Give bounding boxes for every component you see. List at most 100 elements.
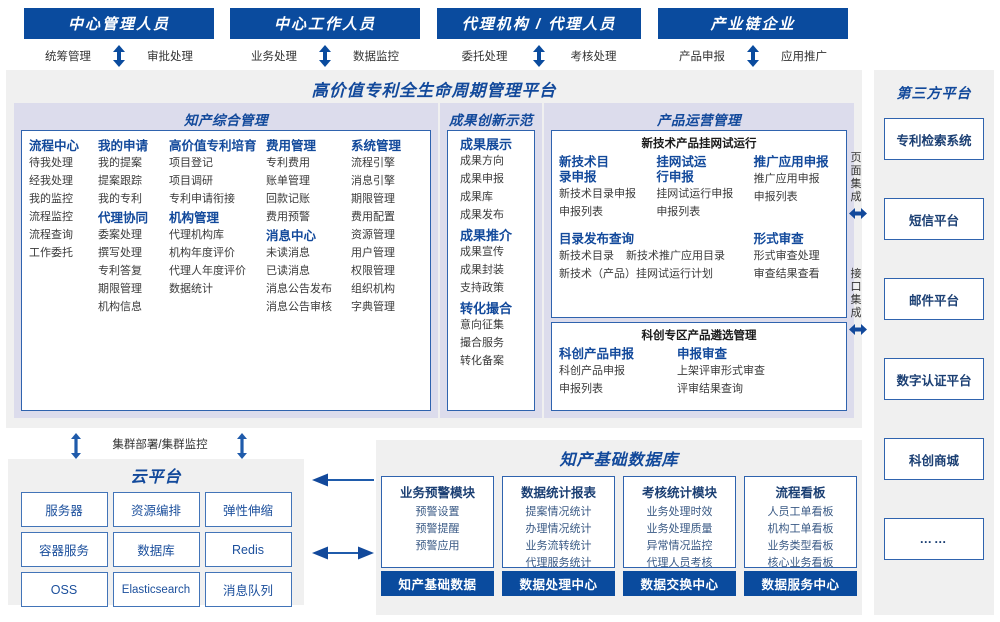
ops-item[interactable]: 新技术目录申报 bbox=[559, 188, 636, 200]
ops-item[interactable]: 形式审查处理 bbox=[753, 250, 820, 262]
db-card-item[interactable]: 机构工单看板 bbox=[767, 523, 834, 535]
menu-item[interactable]: 流程查询 bbox=[29, 229, 73, 241]
db-foot-3[interactable]: 数据服务中心 bbox=[744, 571, 857, 596]
menu-item[interactable]: 费用预警 bbox=[266, 211, 310, 223]
cloud-cell-2[interactable]: 弹性伸缩 bbox=[204, 492, 292, 527]
third-party-item-0[interactable]: 专利检索系统 bbox=[884, 118, 984, 160]
menu-item[interactable]: 账单管理 bbox=[266, 175, 310, 187]
menu-item[interactable]: 费用配置 bbox=[351, 211, 395, 223]
db-foot-1[interactable]: 数据处理中心 bbox=[502, 571, 615, 596]
cloud-cell-3[interactable]: 容器服务 bbox=[20, 532, 108, 567]
menu-item[interactable]: 专利申请衔接 bbox=[169, 193, 235, 205]
menu-item[interactable]: 成果宣传 bbox=[460, 246, 504, 258]
menu-item[interactable]: 项目登记 bbox=[169, 157, 213, 169]
ops-head-形式审查[interactable]: 形式审查 bbox=[753, 232, 804, 246]
db-card-item[interactable]: 代理服务统计 bbox=[525, 557, 592, 569]
menu-item[interactable]: 成果发布 bbox=[460, 209, 504, 221]
db-card-item[interactable]: 异常情况监控 bbox=[646, 540, 713, 552]
menu-item[interactable]: 机构信息 bbox=[98, 301, 142, 313]
menu-item[interactable]: 消息公告发布 bbox=[266, 283, 332, 295]
menu-item[interactable]: 组织机构 bbox=[351, 283, 395, 295]
role-title-0[interactable]: 中心管理人员 bbox=[24, 8, 214, 39]
menu-item[interactable]: 成果方向 bbox=[460, 155, 504, 167]
menu-item[interactable]: 撮合服务 bbox=[460, 337, 504, 349]
menu-item[interactable]: 数据统计 bbox=[169, 283, 213, 295]
sel-item[interactable]: 科创产品申报 bbox=[559, 365, 625, 377]
role-title-2[interactable]: 代理机构 / 代理人员 bbox=[437, 8, 641, 39]
menu-head-成果展示[interactable]: 成果展示 bbox=[460, 137, 513, 152]
menu-item[interactable]: 流程引擎 bbox=[351, 157, 395, 169]
ops-head-目录发布查询[interactable]: 目录发布查询 bbox=[559, 232, 635, 246]
menu-item[interactable]: 项目调研 bbox=[169, 175, 213, 187]
menu-item[interactable]: 代理机构库 bbox=[169, 229, 224, 241]
menu-item[interactable]: 已读消息 bbox=[266, 265, 310, 277]
menu-item[interactable]: 消息引擎 bbox=[351, 175, 395, 187]
third-party-item-5[interactable]: …… bbox=[884, 518, 984, 560]
db-card-item[interactable]: 业务流转统计 bbox=[525, 540, 592, 552]
ops-item[interactable]: 申报列表 bbox=[656, 206, 701, 218]
menu-item[interactable]: 字典管理 bbox=[351, 301, 395, 313]
ops-item[interactable]: 挂网试运行申报 bbox=[656, 188, 734, 200]
menu-item[interactable]: 支持政策 bbox=[460, 282, 504, 294]
ops-item[interactable]: 新技术推广应用目录 bbox=[626, 250, 725, 262]
db-card-item[interactable]: 业务类型看板 bbox=[767, 540, 834, 552]
menu-item[interactable]: 未读消息 bbox=[266, 247, 310, 259]
cloud-cell-5[interactable]: Redis bbox=[204, 532, 292, 567]
sel-item[interactable]: 评审结果查询 bbox=[677, 383, 743, 395]
menu-head-系统管理[interactable]: 系统管理 bbox=[351, 139, 402, 153]
menu-head-成果推介[interactable]: 成果推介 bbox=[460, 228, 513, 243]
sel-head-科创产品申报[interactable]: 科创产品申报 bbox=[559, 347, 635, 361]
menu-item[interactable]: 委案处理 bbox=[98, 229, 142, 241]
cloud-cell-0[interactable]: 服务器 bbox=[20, 492, 108, 527]
cloud-cell-1[interactable]: 资源编排 bbox=[112, 492, 200, 527]
db-card-item[interactable]: 业务处理质量 bbox=[646, 523, 713, 535]
db-card-item[interactable]: 人员工单看板 bbox=[767, 506, 834, 518]
ops-item[interactable]: 新技术（产品）挂网试运行计划 bbox=[559, 268, 713, 280]
db-foot-2[interactable]: 数据交换中心 bbox=[623, 571, 736, 596]
ops-item[interactable]: 申报列表 bbox=[559, 206, 603, 218]
ops-item[interactable]: 审查结果查看 bbox=[753, 268, 820, 280]
menu-item[interactable]: 资源管理 bbox=[351, 229, 395, 241]
ops-item[interactable]: 推广应用申报 bbox=[753, 173, 820, 185]
menu-item[interactable]: 用户管理 bbox=[351, 247, 395, 259]
sel-item[interactable]: 申报列表 bbox=[559, 383, 603, 395]
menu-head-高价值专利培育[interactable]: 高价值专利培育 bbox=[169, 139, 257, 153]
ops-head-挂网试运行申报[interactable]: 挂网试运行申报 bbox=[656, 155, 707, 184]
ops-head-推广应用申报[interactable]: 推广应用申报 bbox=[753, 155, 829, 169]
menu-head-我的申请[interactable]: 我的申请 bbox=[98, 139, 149, 153]
menu-item[interactable]: 待我处理 bbox=[29, 157, 73, 169]
db-card-item[interactable]: 业务处理时效 bbox=[646, 506, 713, 518]
menu-head-费用管理[interactable]: 费用管理 bbox=[266, 139, 317, 153]
menu-item[interactable]: 专利费用 bbox=[266, 157, 310, 169]
menu-item[interactable]: 提案跟踪 bbox=[98, 175, 142, 187]
menu-item[interactable]: 我的专利 bbox=[98, 193, 142, 205]
menu-item[interactable]: 转化备案 bbox=[460, 355, 504, 367]
menu-item[interactable]: 权限管理 bbox=[351, 265, 395, 277]
cloud-cell-7[interactable]: Elasticsearch bbox=[112, 572, 200, 607]
menu-item[interactable]: 期限管理 bbox=[351, 193, 395, 205]
menu-head-消息中心[interactable]: 消息中心 bbox=[266, 229, 317, 243]
third-party-item-3[interactable]: 数字认证平台 bbox=[884, 358, 984, 400]
ops-item[interactable]: 申报列表 bbox=[753, 191, 798, 203]
cloud-cell-6[interactable]: OSS bbox=[20, 572, 108, 607]
menu-item[interactable]: 经我处理 bbox=[29, 175, 73, 187]
third-party-item-2[interactable]: 邮件平台 bbox=[884, 278, 984, 320]
menu-item[interactable]: 我的提案 bbox=[98, 157, 142, 169]
menu-item[interactable]: 消息公告审核 bbox=[266, 301, 332, 313]
menu-item[interactable]: 成果库 bbox=[460, 191, 493, 203]
menu-item[interactable]: 我的监控 bbox=[29, 193, 73, 205]
db-card-item[interactable]: 预警设置 bbox=[415, 506, 460, 518]
third-party-item-1[interactable]: 短信平台 bbox=[884, 198, 984, 240]
role-title-3[interactable]: 产业链企业 bbox=[658, 8, 848, 39]
menu-head-流程中心[interactable]: 流程中心 bbox=[29, 139, 80, 153]
db-card-item[interactable]: 预警提醒 bbox=[415, 523, 460, 535]
db-card-item[interactable]: 办理情况统计 bbox=[525, 523, 592, 535]
menu-head-机构管理[interactable]: 机构管理 bbox=[169, 211, 220, 225]
menu-item[interactable]: 意向征集 bbox=[460, 319, 504, 331]
ops-item[interactable]: 新技术目录 bbox=[559, 250, 614, 262]
menu-item[interactable]: 机构年度评价 bbox=[169, 247, 235, 259]
sel-head-申报审查[interactable]: 申报审查 bbox=[677, 347, 728, 361]
menu-item[interactable]: 流程监控 bbox=[29, 211, 73, 223]
menu-item[interactable]: 成果封装 bbox=[460, 264, 504, 276]
ops-head-新技术目录申报[interactable]: 新技术目录申报 bbox=[559, 155, 610, 184]
